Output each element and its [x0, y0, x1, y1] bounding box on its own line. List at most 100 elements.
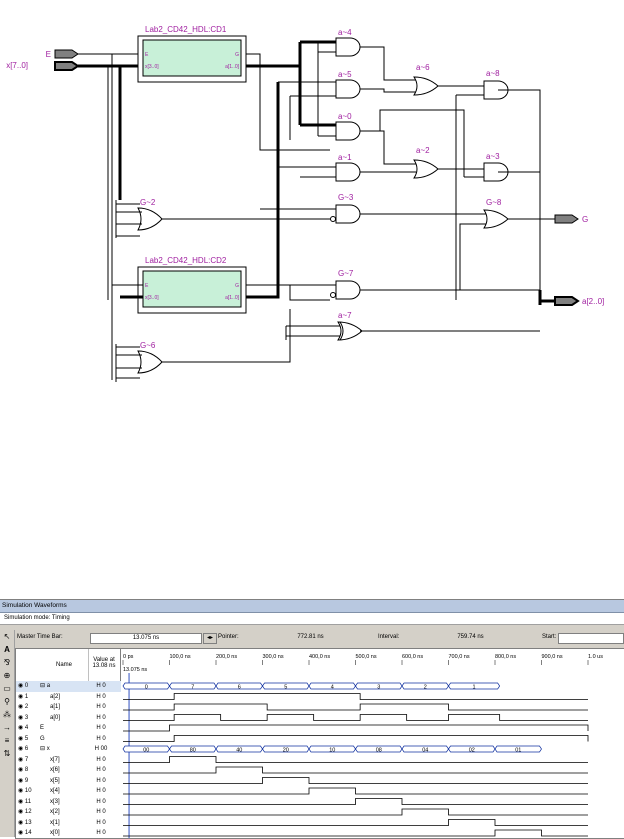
text-tool-icon[interactable]: A — [4, 645, 10, 654]
waveform-edit-icon[interactable]: ⅋ — [3, 658, 11, 667]
bus-value-label: 4 — [331, 685, 334, 691]
toolbar: ↖ A ⅋ ⊕ ▭ ⚲ ⁂ → ≡ ⇅ — [0, 630, 15, 837]
schematic-diagram: E x[7..0] Lab2_CD42_HDL:CD1 E x[3..0] G … — [6, 25, 604, 382]
bus-value-label: 00 — [143, 748, 149, 754]
timeline-label: 1.0 us — [588, 654, 603, 660]
signal-name: x[2] — [50, 809, 60, 815]
signal-index: ◉ 14 — [18, 830, 32, 836]
input-label-e: E — [46, 50, 51, 59]
timeline-label: 600,0 ns — [402, 654, 423, 660]
timeline-label: 300,0 ns — [263, 654, 284, 660]
or-gate-a2 — [413, 159, 439, 179]
and-gate-g7 — [335, 280, 361, 300]
output-port-a — [554, 296, 580, 306]
signal-index: ◉ 5 — [18, 735, 29, 742]
and-gate-a0 — [335, 121, 361, 141]
or-gate-a7 — [337, 321, 363, 341]
or-gate-a6 — [413, 76, 439, 96]
signal-name: E — [40, 725, 45, 731]
output-label-g: G — [582, 215, 588, 224]
timeline-label: 500,0 ns — [356, 654, 377, 660]
signal-value: H 0 — [96, 809, 106, 815]
master-time-field[interactable]: 13.075 ns — [90, 633, 202, 644]
timeline-label: 900,0 ns — [542, 654, 563, 660]
simulation-waveforms-window: Simulation Waveforms Simulation mode: Ti… — [0, 599, 624, 839]
bus-value-label: 01 — [515, 748, 521, 754]
signal-name: a[2] — [50, 693, 61, 700]
signal-index: ◉ 10 — [18, 788, 32, 794]
signal-value: H 0 — [96, 798, 106, 805]
gate-label-a1: a~1 — [338, 153, 352, 162]
selection-tool-icon[interactable]: ↖ — [3, 632, 11, 641]
zoom-tool-icon[interactable]: ⊕ — [3, 671, 11, 680]
time-bar: Master Time Bar: 13.075 ns ◂▸ Pointer: 7… — [15, 633, 624, 644]
name-column-header: Name — [40, 649, 89, 681]
assign-value-icon[interactable]: → — [3, 723, 11, 732]
gate-label-g3: G~3 — [338, 193, 354, 202]
block-cd2-pin-g: G — [235, 283, 239, 289]
signal-index: ◉ 9 — [18, 777, 29, 784]
signal-value: H 0 — [96, 735, 106, 742]
pointer-label: Pointer: — [218, 634, 239, 640]
full-screen-icon[interactable]: ▭ — [3, 684, 11, 693]
and-gate-a4 — [335, 37, 361, 57]
signal-value: H 0 — [96, 725, 106, 731]
time-nav-arrows[interactable]: ◂▸ — [203, 633, 217, 644]
timeline-label: 400,0 ns — [309, 654, 330, 660]
find-icon[interactable]: ⚲ — [4, 697, 10, 706]
input-port-x — [54, 61, 80, 71]
signal-index: ◉ 2 — [18, 704, 29, 710]
sort-icon[interactable]: ⇅ — [3, 749, 11, 758]
signal-name: x[7] — [50, 756, 60, 763]
gate-label-a3: a~3 — [486, 152, 500, 161]
simulation-mode: Simulation mode: Timing — [0, 613, 624, 625]
signal-value: H 0 — [96, 714, 106, 721]
gate-label-a8: a~8 — [486, 69, 500, 78]
bit-waveform — [123, 735, 589, 742]
signal-value: H 0 — [96, 756, 106, 763]
gate-label-g2: G~2 — [140, 198, 156, 207]
signal-name: x[0] — [50, 830, 60, 836]
gate-label-a2: a~2 — [416, 146, 430, 155]
block-cd2-pin-x: x[3..0] — [145, 295, 159, 301]
bit-waveform — [123, 693, 588, 700]
start-field[interactable] — [558, 633, 624, 644]
gate-label-a7: a~7 — [338, 311, 352, 320]
signal-name: x[4] — [50, 788, 60, 794]
signal-index: ◉ 13 — [18, 819, 32, 826]
or-gate-g2 — [137, 207, 163, 231]
signal-value: H 0 — [96, 819, 106, 826]
bus-value-label: 1 — [473, 685, 476, 691]
bus-value-label: 0 — [145, 685, 148, 691]
or-gate-g8 — [483, 209, 509, 229]
bus-segment — [494, 745, 542, 753]
group-icon[interactable]: ≡ — [4, 736, 10, 745]
and-gate-a1 — [335, 162, 361, 182]
timeline-label: 700,0 ns — [449, 654, 470, 660]
gate-label-g7: G~7 — [338, 269, 354, 278]
bus-value-label: 20 — [283, 748, 289, 754]
and-gate-a3 — [483, 162, 509, 182]
and-gate-a8 — [483, 80, 509, 100]
cursor-label: 13.075 ns — [123, 667, 147, 673]
timeline-label: 100,0 ns — [170, 654, 191, 660]
signal-index: ◉ 1 — [18, 693, 29, 700]
replace-icon[interactable]: ⁂ — [3, 710, 11, 719]
